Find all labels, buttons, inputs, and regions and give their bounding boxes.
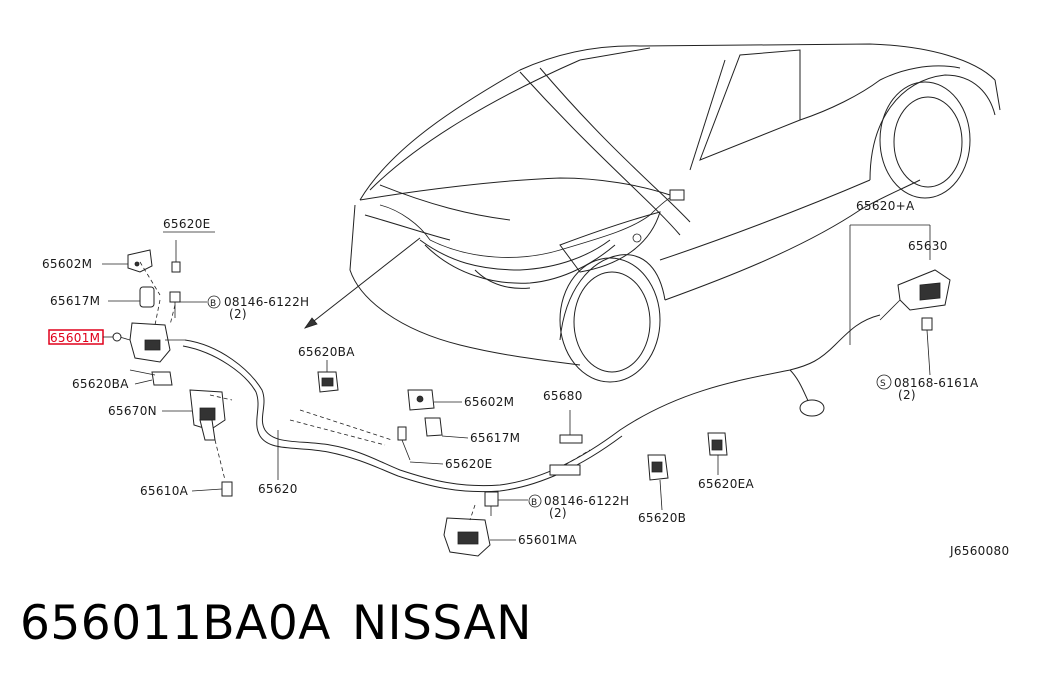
label-65617M-mid: 65617M	[470, 431, 520, 445]
label-65617M-left: 65617M	[50, 294, 100, 308]
bolt-b-icon-bottom: B	[531, 498, 537, 508]
hood-release-cable	[182, 314, 881, 493]
brand-caption: NISSAN	[352, 596, 532, 651]
label-65620E-top: 65620E	[163, 217, 211, 231]
label-08168-qty: (2)	[898, 388, 916, 402]
label-65630: 65630	[908, 239, 948, 253]
label-65620EA: 65620EA	[698, 477, 755, 491]
label-65610A: 65610A	[140, 484, 189, 498]
vehicle-outline	[303, 43, 1001, 383]
label-65620: 65620	[258, 482, 298, 496]
right-mid-parts	[647, 432, 728, 511]
label-08146-bottom: 08146-6122H	[544, 494, 629, 508]
label-65602M-mid: 65602M	[464, 395, 514, 409]
screw-s-icon: S	[880, 379, 886, 389]
left-lock-cluster	[112, 240, 233, 497]
bolt-b-icon-top: B	[210, 299, 216, 309]
part-labels: 65620E 65602M 65617M B 08146-6122H (2) 6…	[42, 199, 1009, 558]
label-08146-top: 08146-6122H	[224, 295, 309, 309]
label-65670N: 65670N	[108, 404, 157, 418]
label-65620E-mid: 65620E	[445, 457, 493, 471]
part-number-caption: 656011BA0A	[20, 596, 331, 651]
label-65680: 65680	[543, 389, 583, 403]
label-65620B: 65620B	[638, 511, 686, 525]
label-08146-bottom-qty: (2)	[549, 506, 567, 520]
middle-parts	[317, 360, 443, 461]
label-65620BA-left: 65620BA	[72, 377, 129, 391]
label-65602M-left: 65602M	[42, 257, 92, 271]
release-lever-cluster	[849, 224, 951, 376]
bottom-lock-cluster	[443, 491, 499, 557]
label-08146-top-qty: (2)	[229, 307, 247, 321]
label-65601MA: 65601MA	[518, 533, 577, 547]
label-65620A: 65620+A	[856, 199, 915, 213]
figure-code: J6560080	[949, 544, 1009, 558]
label-08168: 08168-6161A	[894, 376, 979, 390]
label-65620BA-mid: 65620BA	[298, 345, 355, 359]
label-65601M-highlighted: 65601M	[50, 331, 100, 345]
